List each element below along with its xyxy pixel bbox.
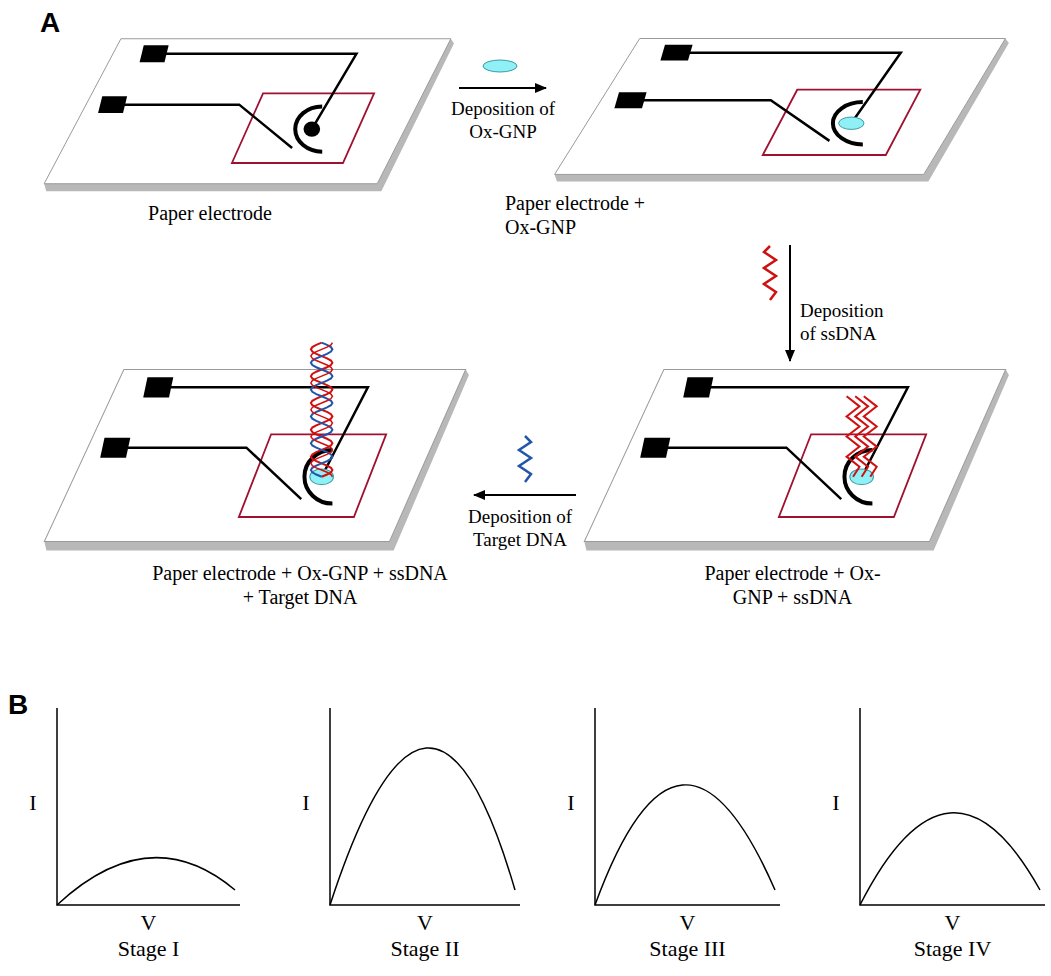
target-dna-strand <box>311 343 333 477</box>
plot-axes <box>57 708 240 905</box>
target-dna-icon <box>519 436 531 482</box>
wire <box>167 387 368 476</box>
electrode-stage: Paper electrode <box>40 35 455 225</box>
stage-label: Stage II <box>390 936 459 962</box>
axis-label: I <box>29 790 36 816</box>
axis-label: V <box>945 910 961 936</box>
plot-axes <box>330 708 520 905</box>
ox-gnp-layer <box>310 469 334 485</box>
stage-caption: Paper electrode + Ox-GNP <box>505 191 680 239</box>
paper-shadow <box>44 39 454 191</box>
paper-sheet <box>44 369 465 541</box>
axis-label: I <box>302 790 309 816</box>
plot-axes <box>595 708 780 905</box>
step-label: Deposition of ssDNA <box>800 300 900 346</box>
iv-curve <box>57 858 235 905</box>
axis-label: V <box>417 910 433 936</box>
contact-pad <box>98 96 127 113</box>
contact-pad <box>140 45 169 62</box>
wire <box>640 100 830 141</box>
paper-sheet <box>555 39 1006 175</box>
plot-axes <box>860 708 1045 905</box>
ox-gnp-layer <box>839 117 864 129</box>
step-label: Deposition of Target DNA <box>460 506 580 552</box>
electrode-stage: Paper electrode + Ox-GNP + ssDNA <box>580 365 1010 609</box>
stage-label: Stage III <box>649 936 725 962</box>
stage-caption: Paper electrode + Ox-GNP + ssDNA + Targe… <box>150 561 450 609</box>
panel-letter: A <box>40 6 60 40</box>
paper-shadow <box>44 369 469 550</box>
wire <box>707 387 908 476</box>
ssdna-strand <box>855 396 868 476</box>
paper-electrode <box>40 365 470 555</box>
step-label: Deposition of Ox-GNP <box>443 98 563 144</box>
iv-curve <box>595 785 775 905</box>
panel-letter: B <box>8 688 28 722</box>
reaction-zone <box>232 93 374 163</box>
contact-pad <box>660 45 692 61</box>
process-arrow <box>474 494 576 496</box>
contact-pad <box>614 92 646 108</box>
ssdna-strand <box>311 343 333 477</box>
paper-sheet <box>44 39 451 184</box>
electrode-stage: Paper electrode + Ox-GNP + ssDNA + Targe… <box>40 365 470 609</box>
wire <box>121 105 292 148</box>
paper-electrode <box>40 35 455 195</box>
paper-electrode <box>580 365 1010 555</box>
contact-pad <box>683 377 713 397</box>
working-electrode <box>304 122 321 137</box>
axis-label: I <box>832 790 839 816</box>
stage-caption: Paper electrode <box>80 201 340 225</box>
ox-gnp-icon <box>483 60 517 72</box>
iv-curve <box>860 813 1040 905</box>
axis-label: V <box>141 910 157 936</box>
ssdna-icon <box>764 246 776 300</box>
stage-label: Stage I <box>118 936 180 962</box>
stage-label: Stage IV <box>914 936 992 962</box>
paper-shadow <box>555 39 1009 182</box>
reaction-zone <box>779 434 926 517</box>
counter-electrode <box>295 107 322 152</box>
contact-pad <box>100 438 130 458</box>
ssdna-strand <box>864 396 877 476</box>
reaction-zone <box>763 90 921 155</box>
iv-curve <box>330 748 515 905</box>
stage-caption: Paper electrode + Ox-GNP + ssDNA <box>690 561 895 609</box>
wire <box>664 448 841 499</box>
contact-pad <box>640 438 670 458</box>
ssdna-strand <box>847 396 860 476</box>
process-arrow <box>789 245 791 361</box>
axis-label: V <box>680 910 696 936</box>
paper-sheet <box>584 369 1005 541</box>
axis-label: I <box>567 790 574 816</box>
paper-shadow <box>584 369 1009 550</box>
process-arrow <box>459 87 546 89</box>
contact-pad <box>143 377 173 397</box>
iv-plots <box>57 708 1045 905</box>
wire <box>162 54 356 129</box>
paper-electrode <box>550 35 1010 185</box>
wire <box>124 448 301 499</box>
wire <box>686 53 901 124</box>
electrode-stage: Paper electrode + Ox-GNP <box>550 35 1010 239</box>
ssdna-strand <box>311 343 333 477</box>
